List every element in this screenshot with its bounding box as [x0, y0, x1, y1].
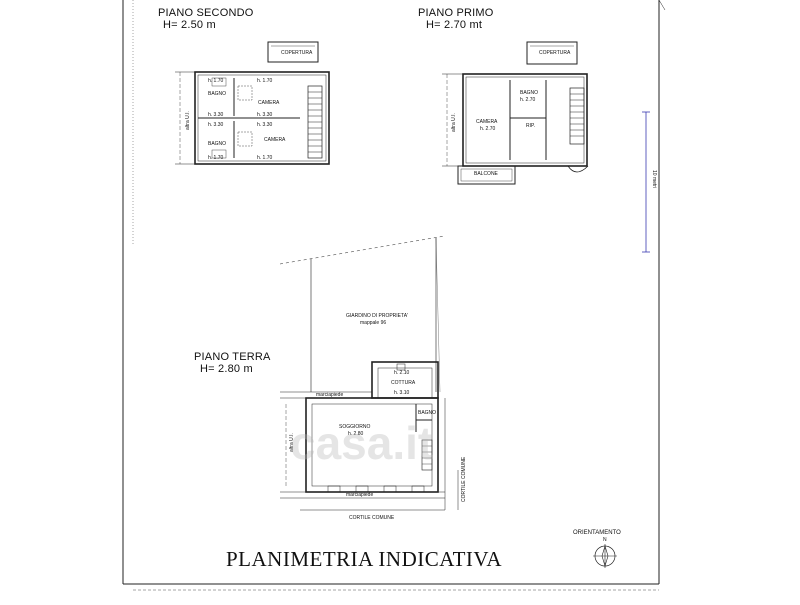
ground-marciapiede-bottom: marciapiede	[346, 492, 374, 498]
ground-floor-plan	[279, 235, 459, 511]
ground-garden: GIARDINO DI PROPRIETA'	[346, 313, 408, 319]
second-side-label: altra U.I.	[185, 111, 191, 130]
first-balcone: BALCONE	[474, 171, 498, 177]
ground-cortile-bottom: CORTILE COMUNE	[349, 515, 395, 521]
first-room-bagno: BAGNO	[520, 90, 539, 96]
ground-soggiorno: SOGGIORNO	[339, 424, 371, 430]
second-h-7: h. 1.70	[208, 155, 224, 161]
second-h-5: h. 3.30	[208, 122, 224, 128]
second-floor-title: PIANO SECONDO	[158, 7, 254, 19]
ground-floor-height: H= 2.80 m	[200, 363, 253, 375]
first-room-rip: RIP.	[526, 123, 536, 129]
second-h-4: h. 3.30	[257, 112, 273, 118]
first-floor-height: H= 2.70 mt	[426, 19, 483, 31]
watermark: casa.it	[290, 417, 434, 469]
ground-marciapiede-top: marciapiede	[316, 392, 344, 398]
second-room-bagno-1: BAGNO	[208, 91, 227, 97]
orientation-north: N	[603, 537, 607, 543]
second-room-camera-1: CAMERA	[258, 100, 280, 106]
first-h-bagno: h. 2.70	[520, 97, 536, 103]
ground-cottura: COTTURA	[391, 380, 416, 386]
first-floor-plan	[442, 41, 589, 185]
second-room-camera-2: CAMERA	[264, 137, 286, 143]
second-floor-height: H= 2.50 m	[163, 19, 216, 31]
second-h-6: h. 3.30	[257, 122, 273, 128]
ground-cottura-h-top: h. 2.10	[394, 370, 410, 376]
sheet-title: PLANIMETRIA INDICATIVA	[226, 547, 503, 571]
ground-cortile-side: CORTILE COMUNE	[461, 456, 467, 502]
second-h-8: h. 1.70	[257, 155, 273, 161]
ground-floor-title: PIANO TERRA	[194, 351, 271, 363]
second-copertura: COPERTURA	[281, 50, 313, 56]
ground-garden-sub: mappale 96	[360, 320, 387, 326]
first-side-label: altra U.I.	[451, 113, 457, 132]
second-h-2: h. 1.70	[257, 78, 273, 84]
ground-soggiorno-h: h. 2.80	[348, 431, 364, 437]
second-room-bagno-2: BAGNO	[208, 141, 227, 147]
first-floor-title: PIANO PRIMO	[418, 7, 494, 19]
scale-label: 10 metri	[651, 170, 657, 189]
first-copertura: COPERTURA	[539, 50, 571, 56]
second-h-1: h. 1.70	[208, 78, 224, 84]
orientation-label: ORIENTAMENTO	[573, 530, 621, 536]
first-h-camera: h. 2.70	[480, 126, 496, 132]
ground-cottura-h-bottom: h. 3.10	[394, 390, 410, 396]
first-room-camera: CAMERA	[476, 119, 498, 125]
ground-bagno: BAGNO	[418, 410, 437, 416]
second-floor-plan	[175, 41, 330, 165]
compass-rose	[593, 544, 617, 568]
second-h-3: h. 3.30	[208, 112, 224, 118]
